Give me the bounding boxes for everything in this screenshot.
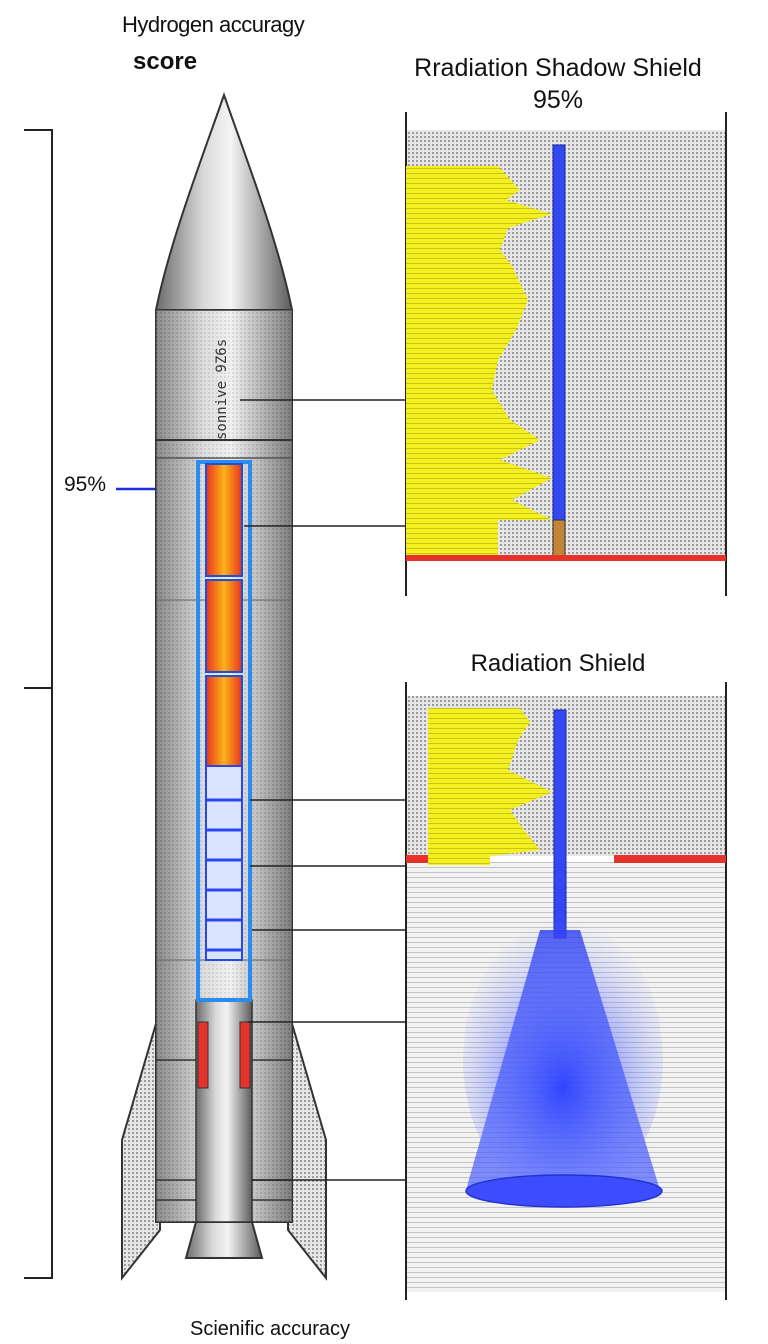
- engine-red-left: [197, 1021, 209, 1089]
- rocket: [121, 91, 327, 1281]
- shadow-blue-column: [552, 144, 566, 526]
- nose-cone: [154, 91, 294, 311]
- radiation-shield-panel: [405, 682, 727, 1300]
- fuel-tank-1: [205, 463, 243, 577]
- beam-spot: [465, 1174, 663, 1208]
- footer-caption: Scienific accuracy: [190, 1318, 351, 1340]
- left-fin: [121, 1009, 161, 1281]
- fuel-tank-3: [205, 675, 243, 767]
- engine-red-right: [239, 1021, 251, 1089]
- shield-blue-column: [553, 709, 567, 939]
- reactor-coil: [205, 765, 243, 961]
- panel-mid-title: Radiation Shield: [470, 650, 646, 677]
- fuel-tank-2: [205, 579, 243, 673]
- left-percent-label: 95%: [64, 473, 107, 496]
- shadow-shield-panel: [405, 112, 727, 596]
- coolant-channel: [196, 460, 252, 1002]
- left-bracket: [24, 129, 53, 1279]
- rocket-body-text: sonnive 9Z6s: [214, 338, 230, 440]
- title-line-2: score: [133, 48, 198, 75]
- nozzle: [184, 1221, 264, 1259]
- right-fin: [287, 1009, 327, 1281]
- shield-yellow-region: [428, 708, 552, 865]
- shadow-yellow-region: [406, 166, 552, 555]
- shadow-red-base: [406, 555, 726, 561]
- leader-lines: [240, 399, 540, 1181]
- panel-top-title: Rradiation Shadow Shield 95%: [414, 54, 702, 114]
- title-line-1: Hydrogen accuragy: [122, 12, 305, 37]
